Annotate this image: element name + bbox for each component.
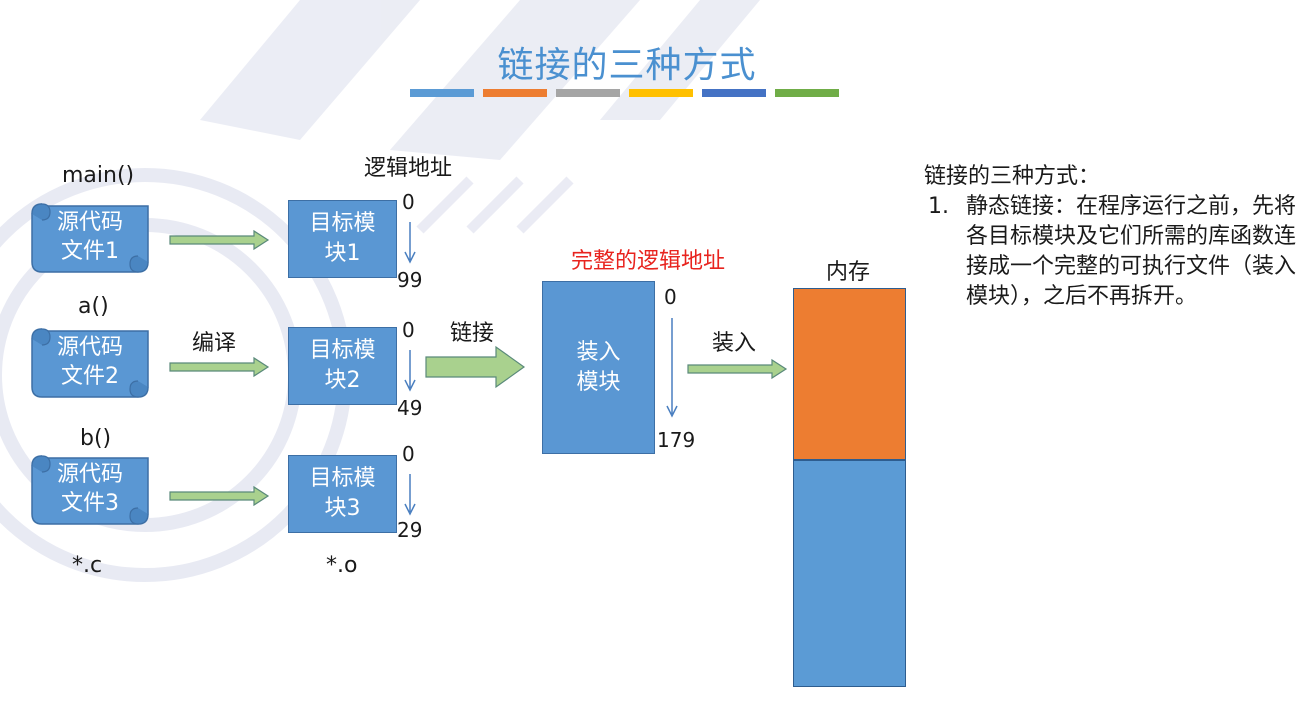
load-module: 装入 模块 (542, 281, 655, 454)
notes-heading: 链接的三种方式： (924, 164, 1101, 189)
load-label: 装入 (712, 331, 757, 356)
notes-item-marker: 1. (928, 194, 949, 219)
memory-label: 内存 (826, 260, 871, 285)
source-file-label: 源代码 文件2 (56, 335, 123, 389)
object-ext-label: *.o (326, 553, 358, 578)
title-color-bar (775, 89, 839, 97)
down-arrow-icon (404, 350, 416, 392)
compile-arrow-3 (169, 485, 270, 507)
down-arrow-icon (404, 222, 416, 264)
notes-panel: 链接的三种方式： 1. 静态链接：在程序运行之前，先将各目标模块及它们所需的库函… (924, 162, 1304, 312)
load-module-end: 179 (657, 428, 696, 452)
scroll-icon (31, 455, 149, 525)
object-module-1: 目标模 块1 (288, 200, 397, 278)
object-module-2: 目标模 块2 (288, 327, 397, 405)
page-title: 链接的三种方式 (497, 45, 757, 86)
compile-arrow-2 (169, 356, 270, 378)
title-color-bar (483, 89, 547, 97)
source-func-3: b() (80, 426, 112, 451)
compile-arrow-1 (169, 229, 270, 251)
notes-item: 1. 静态链接：在程序运行之前，先将各目标模块及它们所需的库函数连接成一个完整的… (924, 192, 1304, 312)
load-arrow (687, 358, 788, 380)
complete-logical-address-label: 完整的逻辑地址 (571, 249, 726, 274)
module-1-start: 0 (402, 190, 415, 214)
title-color-bar (629, 89, 693, 97)
title-color-bar (702, 89, 766, 97)
scroll-icon (31, 203, 149, 273)
module-2-start: 0 (402, 318, 415, 342)
source-file-3: 源代码 文件3 (28, 452, 152, 530)
module-2-end: 49 (397, 396, 423, 420)
module-1-end: 99 (397, 268, 423, 292)
source-file-2: 源代码 文件2 (28, 325, 152, 403)
scroll-icon (31, 328, 149, 398)
load-module-start: 0 (664, 285, 677, 309)
notes-item-text: 静态链接：在程序运行之前，先将各目标模块及它们所需的库函数连接成一个完整的可执行… (966, 194, 1297, 309)
memory-occupied-region (793, 288, 906, 460)
link-label: 链接 (450, 321, 495, 346)
module-3-start: 0 (402, 442, 415, 466)
notes-list: 1. 静态链接：在程序运行之前，先将各目标模块及它们所需的库函数连接成一个完整的… (924, 192, 1304, 312)
source-file-label: 源代码 文件1 (56, 210, 123, 264)
logical-address-label: 逻辑地址 (364, 156, 453, 181)
memory-free-region (793, 460, 906, 687)
source-file-label: 源代码 文件3 (56, 462, 123, 516)
title-color-bar (556, 89, 620, 97)
source-func-1: main() (62, 163, 135, 188)
source-file-1: 源代码 文件1 (28, 200, 152, 278)
source-ext-label: *.c (72, 553, 103, 578)
compile-label: 编译 (192, 331, 237, 356)
source-func-2: a() (78, 294, 109, 319)
link-arrow (425, 345, 526, 389)
down-arrow-icon (404, 474, 416, 516)
title-color-bar (410, 89, 474, 97)
module-3-end: 29 (397, 518, 423, 542)
object-module-3: 目标模 块3 (288, 455, 397, 533)
down-arrow-icon (666, 318, 678, 418)
